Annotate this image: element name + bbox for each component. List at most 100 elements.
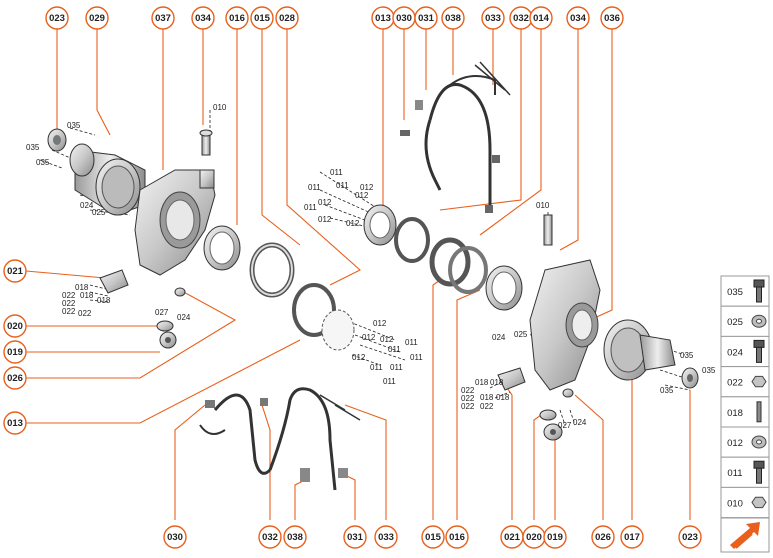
callout-top-0: 023 (45, 6, 69, 30)
callout-number: 029 (89, 13, 105, 24)
part-label: 010 (536, 201, 550, 210)
callout-bottom-12: 023 (678, 525, 702, 549)
callout-bottom-6: 016 (445, 525, 469, 549)
part-label: 035 (26, 143, 40, 152)
callout-top-14: 034 (566, 6, 590, 30)
top-harness (400, 61, 511, 213)
callout-bottom-2: 038 (283, 525, 307, 549)
part-label: 024 (80, 201, 94, 210)
part-label: 035 (67, 121, 81, 130)
part-label: 012 (355, 191, 369, 200)
part-label: 018 (80, 291, 94, 300)
callout-number: 016 (229, 13, 245, 24)
part-label: 022 (480, 402, 494, 411)
callout-number: 026 (7, 373, 23, 384)
callout-bottom-10: 026 (591, 525, 615, 549)
callout-bottom-1: 032 (258, 525, 282, 549)
legend-code: 024 (727, 347, 743, 358)
callout-number: 015 (425, 532, 442, 543)
legend-row-010: 010 (720, 486, 770, 519)
bolt-icon (753, 279, 765, 303)
part-label: 022 (78, 309, 92, 318)
callout-top-3: 034 (191, 6, 215, 30)
callout-top-4: 016 (225, 6, 249, 30)
part-label: 022 (461, 402, 475, 411)
part-label: 018 (97, 296, 111, 305)
callout-number: 038 (287, 532, 303, 543)
part-label: 012 (360, 183, 374, 192)
bolt-icon (753, 460, 765, 484)
callout-number: 023 (682, 532, 698, 543)
legend-code: 022 (727, 378, 743, 389)
callout-top-7: 013 (371, 6, 395, 30)
part-label: 022 (62, 299, 76, 308)
callout-number: 014 (533, 13, 550, 24)
part-label: 011 (336, 181, 349, 190)
callout-bottom-8: 020 (522, 525, 546, 549)
callout-number: 021 (7, 266, 24, 277)
legend-code: 011 (727, 468, 742, 479)
callout-top-5: 015 (250, 6, 274, 30)
callout-top-2: 037 (151, 6, 175, 30)
callout-number: 020 (526, 532, 542, 543)
callout-number: 030 (167, 532, 183, 543)
part-label: 035 (680, 351, 694, 360)
legend-code: 025 (727, 317, 743, 328)
washer-icon (751, 314, 767, 328)
callout-bottom-3: 031 (343, 525, 367, 549)
right-hub-assembly (497, 214, 699, 441)
legend-code: 012 (727, 438, 743, 449)
callout-top-12: 032 (509, 6, 533, 30)
callout-number: 038 (445, 13, 461, 24)
callout-number: 013 (375, 13, 391, 24)
part-label: 011 (304, 203, 317, 212)
callout-top-10: 038 (441, 6, 465, 30)
parts-legend: 035 025 024 022 018 012 011 010 (720, 275, 770, 519)
washer-icon (751, 435, 767, 449)
part-label: 010 (213, 103, 227, 112)
callout-number: 032 (262, 532, 278, 543)
callout-number: 034 (570, 13, 587, 24)
bottom-harness (199, 387, 361, 491)
part-label: 012 (346, 219, 360, 228)
callout-left-1: 020 (3, 314, 27, 338)
callout-number: 037 (155, 13, 171, 24)
legend-code: 035 (727, 287, 743, 298)
part-label: 012 (362, 333, 376, 342)
part-label: 012 (318, 198, 332, 207)
part-label: 024 (573, 418, 587, 427)
callout-number: 034 (195, 13, 212, 24)
callout-bottom-0: 030 (163, 525, 187, 549)
callout-bottom-11: 017 (620, 525, 644, 549)
callout-number: 013 (7, 418, 23, 429)
left-hub-assembly (47, 128, 355, 351)
part-label: 018 (490, 378, 504, 387)
stud-icon (756, 401, 762, 423)
nut-icon (751, 375, 767, 388)
part-label: 011 (405, 338, 418, 347)
callout-top-9: 031 (414, 6, 438, 30)
part-label: 012 (380, 335, 394, 344)
callout-number: 036 (604, 13, 620, 24)
callout-number: 033 (378, 532, 394, 543)
part-label: 012 (373, 319, 387, 328)
part-label: 035 (36, 158, 50, 167)
part-label: 011 (388, 345, 401, 354)
callout-bottom-7: 021 (500, 525, 524, 549)
part-label: 012 (352, 353, 366, 362)
part-label: 011 (308, 183, 321, 192)
callout-bottom-9: 019 (543, 525, 567, 549)
part-label: 022 (62, 291, 76, 300)
callout-number: 019 (7, 347, 23, 358)
callout-top-8: 030 (392, 6, 416, 30)
callout-number: 023 (49, 13, 65, 24)
legend-row-018: 018 (720, 396, 770, 428)
part-label: 018 (496, 393, 510, 402)
part-label: 018 (75, 283, 89, 292)
part-label: 022 (461, 394, 475, 403)
part-label: 025 (92, 208, 106, 217)
part-label: 011 (390, 363, 403, 372)
bolt-icon (753, 339, 765, 363)
callout-number: 026 (595, 532, 611, 543)
